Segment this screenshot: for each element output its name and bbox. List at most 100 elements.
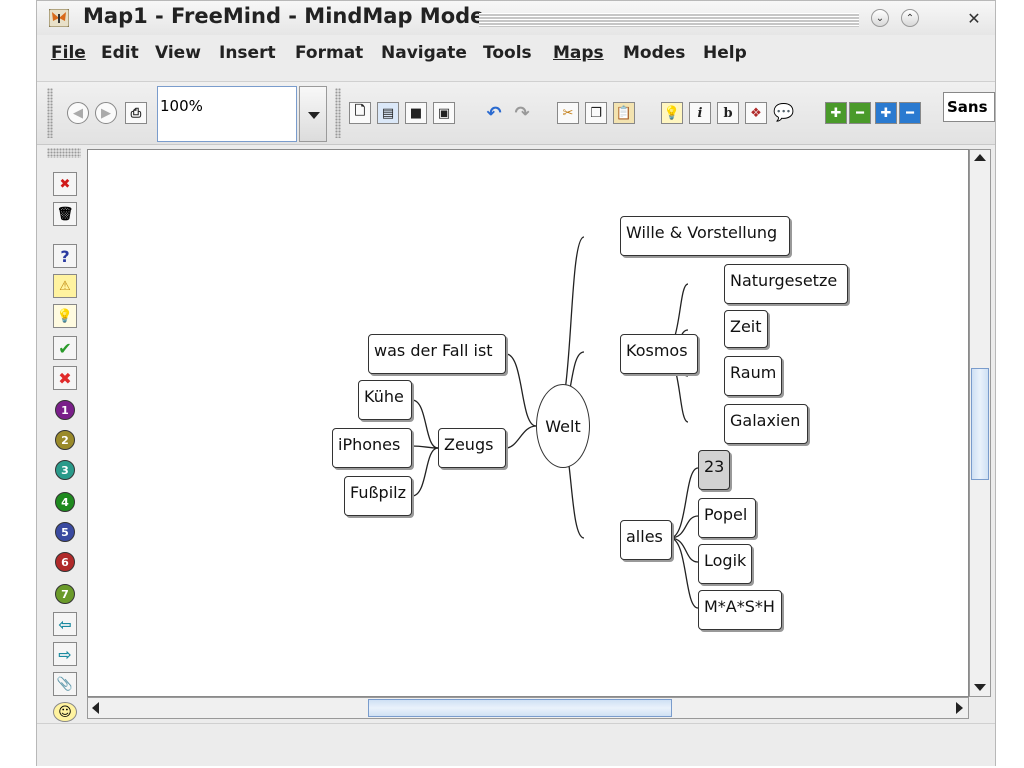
scroll-right-icon[interactable] [956, 702, 963, 714]
undo-button[interactable]: ↶ [483, 102, 505, 124]
menu-maps[interactable]: Maps [553, 43, 604, 63]
menu-view[interactable]: View [155, 43, 201, 63]
close-button[interactable]: ✕ [965, 8, 983, 28]
title-decoration [479, 13, 859, 27]
ok-icon: ✔ [58, 338, 72, 358]
priority-3-button[interactable]: 3 [55, 460, 75, 480]
zoom-dropdown-button[interactable] [299, 86, 327, 142]
forward-arrow-icon-button[interactable]: ⇨ [53, 642, 77, 666]
priority-4-button[interactable]: 4 [55, 492, 75, 512]
warning-icon-button[interactable]: ⚠ [53, 274, 77, 298]
toolbar-grip[interactable] [47, 148, 81, 158]
scroll-left-icon[interactable] [92, 702, 99, 714]
priority-2-button[interactable]: 2 [55, 430, 75, 450]
remove-all-icons-button[interactable]: 🗑 [53, 202, 77, 226]
redo-button[interactable]: ↷ [511, 102, 533, 124]
horizontal-scroll-thumb[interactable] [368, 699, 672, 717]
menu-format[interactable]: Format [295, 43, 363, 63]
menu-edit[interactable]: Edit [101, 43, 139, 63]
horizontal-scrollbar[interactable] [87, 697, 969, 719]
node-color-button[interactable]: ❖ [745, 102, 767, 124]
mindmap-node-wille[interactable]: Wille & Vorstellung [620, 216, 790, 256]
node-label: Galaxien [730, 411, 801, 430]
idea-icon-button[interactable]: 💡 [53, 304, 77, 328]
menu-file-label: File [51, 43, 86, 63]
smiley-icon-button[interactable]: ☺ [53, 702, 77, 722]
save-as-button[interactable]: ▣ [433, 102, 455, 124]
open-button[interactable]: ▤ [377, 102, 399, 124]
scroll-up-icon[interactable] [974, 154, 986, 161]
mindmap-node-zeit[interactable]: Zeit [724, 310, 768, 348]
toolbar-grip[interactable] [47, 88, 53, 138]
new-map-button[interactable]: 🗋 [349, 102, 371, 124]
back-arrow-icon-button[interactable]: ⇦ [53, 612, 77, 636]
mindmap-node-23[interactable]: 23 [698, 450, 730, 490]
back-button[interactable]: ◀ [67, 102, 89, 124]
toolbar-grip[interactable] [335, 88, 341, 138]
minimize-button[interactable]: ⌄ [871, 9, 889, 27]
paste-button[interactable]: 📋 [613, 102, 635, 124]
mindmap-node-kuehe[interactable]: Kühe [358, 380, 412, 420]
priority-4-icon: 4 [61, 495, 69, 509]
mindmap-node-naturgesetze[interactable]: Naturgesetze [724, 264, 848, 304]
not-ok-icon-button[interactable]: ✖ [53, 366, 77, 390]
mindmap-node-iphones[interactable]: iPhones [332, 428, 412, 468]
mindmap-node-was-der-fall-ist[interactable]: was der Fall ist [368, 334, 506, 374]
italic-button[interactable]: i [689, 102, 711, 124]
zoom-combo[interactable]: 100% [157, 86, 297, 142]
node-label: Naturgesetze [730, 271, 838, 290]
menu-help[interactable]: Help [703, 43, 747, 63]
menu-help-label: Help [703, 43, 747, 63]
font-family-combo[interactable]: Sans [943, 92, 995, 122]
scroll-down-icon[interactable] [974, 684, 986, 691]
question-icon-button[interactable]: ? [53, 244, 77, 268]
mindmap-node-mash[interactable]: M*A*S*H [698, 590, 782, 630]
copy-icon: ❐ [590, 105, 602, 121]
mindmap-canvas[interactable]: Welt Wille & Vorstellung Kosmos Naturges… [87, 149, 969, 697]
ok-icon-button[interactable]: ✔ [53, 336, 77, 360]
edge-icon: 💬 [773, 103, 795, 123]
mindmap-node-zeugs[interactable]: Zeugs [438, 428, 506, 468]
increase-font-button[interactable]: ✚ [825, 102, 847, 124]
zoom-in-button[interactable]: ✚ [875, 102, 897, 124]
decrease-font-button[interactable]: ━ [849, 102, 871, 124]
idea-button[interactable]: 💡 [661, 102, 683, 124]
mindmap-node-fusspilz[interactable]: Fußpilz [344, 476, 412, 516]
vertical-scroll-thumb[interactable] [971, 368, 989, 480]
mindmap-node-logik[interactable]: Logik [698, 544, 752, 584]
priority-7-button[interactable]: 7 [55, 584, 75, 604]
priority-1-button[interactable]: 1 [55, 400, 75, 420]
menu-tools[interactable]: Tools [483, 43, 532, 63]
bold-button[interactable]: b [717, 102, 739, 124]
menu-insert[interactable]: Insert [219, 43, 276, 63]
mindmap-node-galaxien[interactable]: Galaxien [724, 404, 808, 444]
remove-last-icon-button[interactable]: ✖ [53, 172, 77, 196]
print-button[interactable]: ⎙ [125, 102, 147, 124]
question-icon: ? [60, 246, 70, 266]
mindmap-node-popel[interactable]: Popel [698, 498, 756, 538]
edge-alles-logik [669, 537, 699, 563]
mindmap-node-kosmos[interactable]: Kosmos [620, 334, 698, 374]
mindmap-root-node[interactable]: Welt [536, 384, 590, 468]
copy-button[interactable]: ❐ [585, 102, 607, 124]
zoom-out-button[interactable]: ━ [899, 102, 921, 124]
mindmap-node-raum[interactable]: Raum [724, 356, 782, 396]
cut-button[interactable]: ✂ [557, 102, 579, 124]
idea-icon: 💡 [56, 308, 74, 324]
forward-button[interactable]: ▶ [95, 102, 117, 124]
menu-navigate[interactable]: Navigate [381, 43, 467, 63]
vertical-scrollbar[interactable] [969, 149, 991, 697]
priority-6-button[interactable]: 6 [55, 552, 75, 572]
priority-5-button[interactable]: 5 [55, 522, 75, 542]
maximize-button[interactable]: ⌃ [901, 9, 919, 27]
attach-icon-button[interactable]: 📎 [53, 672, 77, 696]
menu-file[interactable]: File [51, 43, 86, 63]
attach-icon: 📎 [56, 676, 74, 692]
close-icon: ✕ [967, 8, 981, 28]
save-button[interactable]: ■ [405, 102, 427, 124]
mindmap-node-alles[interactable]: alles [620, 520, 672, 560]
edge-button[interactable]: 💬 [773, 102, 795, 124]
node-label: Welt [545, 416, 581, 436]
menu-modes[interactable]: Modes [623, 43, 685, 63]
title-bar[interactable]: Map1 - FreeMind - MindMap Mode ⌄ ⌃ ✕ [37, 1, 995, 35]
